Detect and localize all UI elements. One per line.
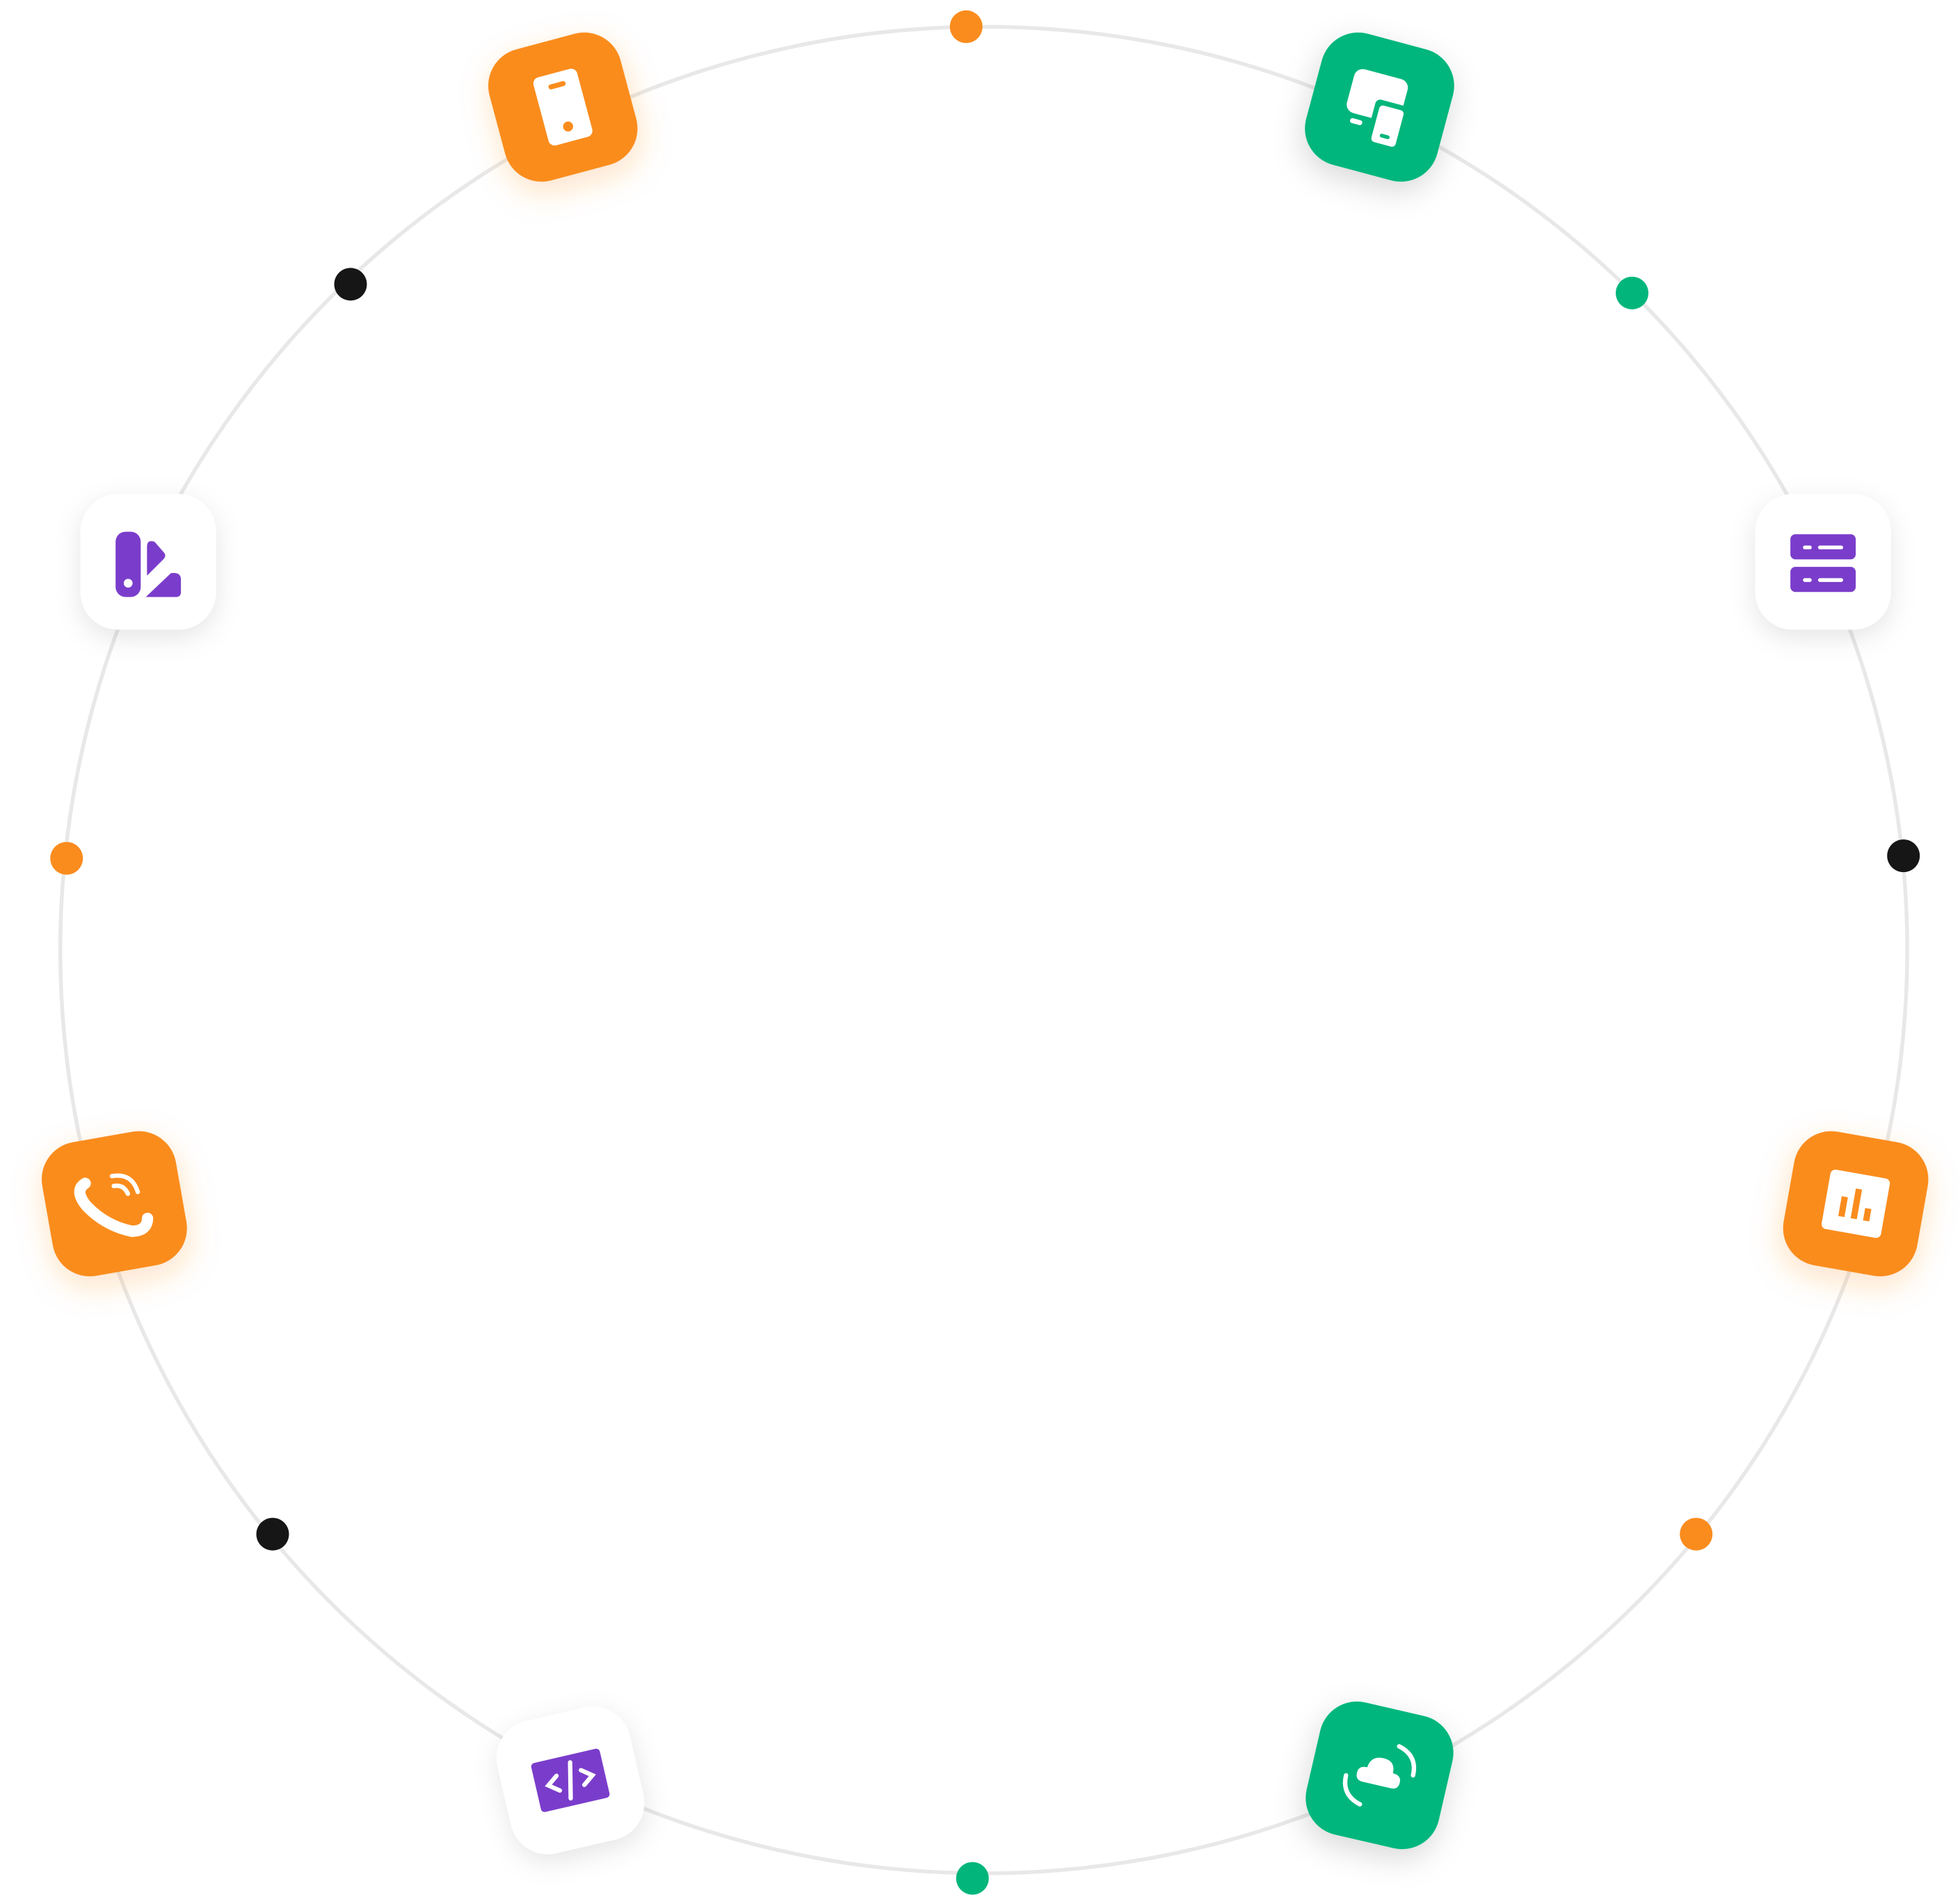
orbit-dot-green [956, 1862, 989, 1895]
cloud-sync-tile [1306, 1701, 1454, 1850]
server-icon [1790, 534, 1856, 592]
cloud-sync-icon [1342, 1744, 1416, 1807]
phone-call-icon [74, 1173, 154, 1237]
orbit-dot-green [1616, 276, 1649, 309]
code-tile [496, 1706, 645, 1855]
design-tools-icon [115, 531, 182, 597]
design-tools-tile [80, 494, 216, 630]
mobile-phone-icon [533, 68, 593, 146]
chart-report-icon [1821, 1169, 1890, 1239]
phone-call-tile [41, 1131, 187, 1277]
orbit-dot-black [256, 1517, 289, 1551]
orbit-dot-black [1887, 839, 1920, 873]
mobile-phone-tile [488, 32, 638, 182]
orbit-dot-orange [50, 841, 83, 875]
devices-tile [1305, 32, 1454, 182]
orbit-dot-orange [949, 10, 983, 43]
chart-report-tile [1783, 1131, 1929, 1277]
orbit-dot-orange [1680, 1517, 1713, 1551]
code-icon [531, 1748, 610, 1812]
devices-icon [1347, 69, 1410, 153]
server-tile [1755, 494, 1891, 630]
orbit-dot-black [334, 268, 367, 301]
